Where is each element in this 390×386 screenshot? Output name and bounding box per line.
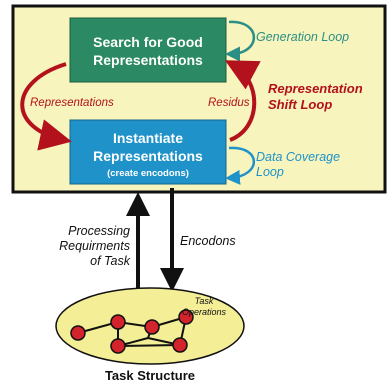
task-structure-title: Task Structure <box>105 368 195 383</box>
data-coverage-loop-label-line2: Loop <box>256 165 284 179</box>
processing-label-line2: Requirments <box>59 239 130 253</box>
instantiate-box-label-line2: Representations <box>93 148 203 164</box>
generation-loop-arrow <box>225 20 256 62</box>
task-node <box>110 314 126 330</box>
representations-arrow <box>20 62 72 151</box>
encodons-label: Encodons <box>180 234 236 248</box>
data-coverage-loop-label-line1: Data Coverage <box>256 150 340 164</box>
shift-loop-label-line2: Shift Loop <box>268 97 332 112</box>
task-operations-label-line1: Task <box>195 296 214 306</box>
search-box-label-line1: Search for Good <box>93 34 203 50</box>
task-operations-label-line2: Operations <box>182 307 227 317</box>
shift-loop-label-line1: Representation <box>268 81 363 96</box>
task-node <box>70 325 86 341</box>
instantiate-box-sublabel: (create encodons) <box>107 168 189 179</box>
task-node <box>144 319 160 335</box>
data-coverage-loop-arrow <box>225 146 256 185</box>
representations-label: Representations <box>30 97 114 109</box>
task-node <box>178 309 194 325</box>
generation-loop-label: Generation Loop <box>256 30 349 44</box>
search-box <box>69 17 227 83</box>
instantiate-box-label-line1: Instantiate <box>113 130 183 146</box>
task-node <box>172 337 188 353</box>
search-box-label-line2: Representations <box>93 52 203 68</box>
task-node <box>110 338 126 354</box>
residus-label: Residus <box>208 97 250 109</box>
processing-label-line3: of Task <box>90 254 131 268</box>
processing-label-line1: Processing <box>68 224 130 238</box>
residus-arrow <box>224 60 261 142</box>
instantiate-box <box>69 119 227 185</box>
